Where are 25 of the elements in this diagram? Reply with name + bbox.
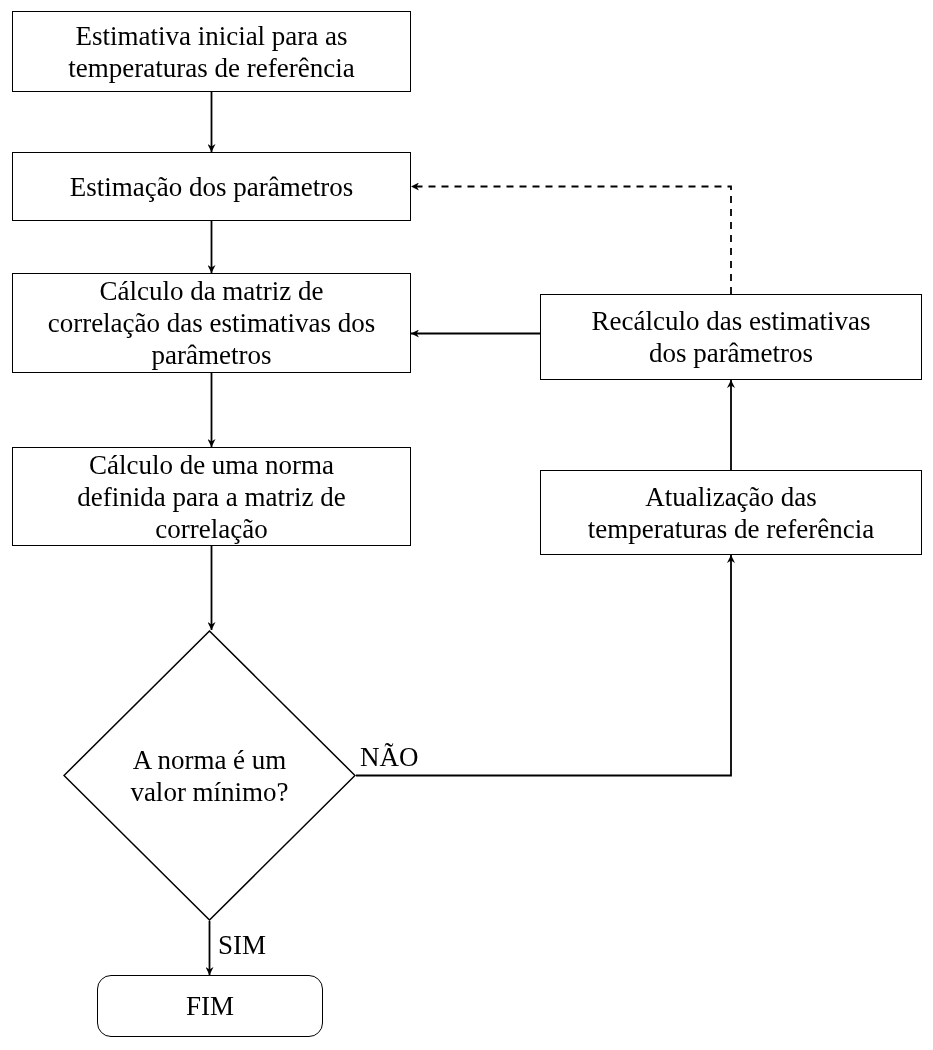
process-box (12, 152, 411, 221)
arrow (410, 329, 541, 338)
terminal-box (97, 975, 323, 1037)
node-text: Recálculo das estimativas dos parâmetros (590, 305, 872, 369)
process-box (12, 447, 411, 546)
node-text: Estimativa inicial para as temperaturas de referência (67, 19, 356, 84)
arrow (207, 545, 216, 631)
arrow (207, 372, 216, 448)
node-text: Cálculo da matriz de correlação das estimativas dos parâmetros (46, 275, 377, 371)
node-text: Estimação dos parâmetros (68, 170, 355, 203)
arrow (355, 554, 735, 777)
arrow (207, 220, 216, 274)
node-text: Atualização das temperaturas de referência (586, 480, 876, 545)
node-text: Cálculo de uma norma definida para a matriz de correlação (76, 448, 347, 545)
arrow (727, 379, 735, 471)
process-box (540, 294, 922, 380)
dashed-arrow (410, 182, 732, 295)
process-box (12, 273, 411, 373)
arrow (207, 91, 216, 153)
process-box (12, 11, 411, 92)
decision-diamond (63, 630, 356, 921)
node-text: A norma é um valor mínimo? (129, 743, 290, 808)
arrow (205, 920, 214, 976)
node-text: FIM (185, 990, 235, 1022)
process-box (540, 470, 922, 555)
